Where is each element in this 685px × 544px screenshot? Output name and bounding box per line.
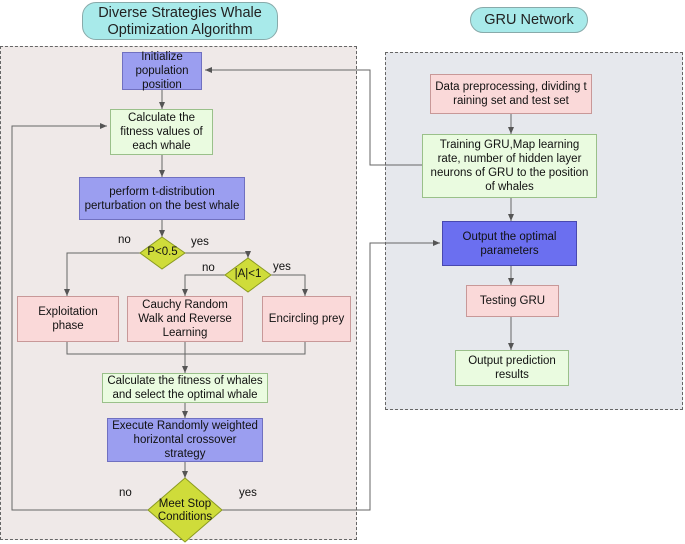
- crossover-box: Execute Randomly weighted horizontal cro…: [107, 418, 263, 462]
- edge-p-no: [64, 252, 140, 296]
- edge-a-yes: [271, 274, 308, 296]
- data-preprocessing-box: Data preprocessing, dividing t raining s…: [430, 74, 592, 114]
- calc-fitness-box: Calculate the fitness values of each wha…: [110, 109, 213, 155]
- prediction-results-box: Output prediction results: [455, 350, 569, 386]
- testing-gru-box: Testing GRU: [466, 285, 559, 317]
- encircling-box: Encircling prey: [262, 296, 351, 342]
- decision-stop-label: Meet Stop Conditions: [150, 498, 220, 524]
- edge-p-yes: [185, 251, 251, 258]
- right-title: GRU Network: [470, 7, 588, 33]
- edge-merge: [66, 342, 306, 355]
- decision-a-diamond: [224, 257, 272, 293]
- edge-label-stop-no: no: [119, 487, 132, 499]
- edge-train-init: [205, 67, 422, 166]
- decision-a-label: |A|<1: [234, 268, 262, 280]
- edge-stop-yes: [220, 240, 440, 511]
- edge-stop-no: [11, 123, 150, 511]
- edge-label-p-yes: yes: [191, 236, 209, 248]
- exploitation-box: Exploitation phase: [17, 296, 119, 342]
- decision-stop-line1: Meet Stop: [158, 498, 212, 510]
- decision-p-label: P<0.5: [147, 246, 178, 258]
- edge-a-no: [182, 274, 225, 296]
- left-title: Diverse Strategies Whale Optimization Al…: [82, 2, 278, 40]
- training-gru-box: Training GRU,Map learning rate, number o…: [422, 134, 597, 198]
- select-optimal-box: Calculate the fitness of whales and sele…: [102, 373, 268, 403]
- decision-stop-line2: Conditions: [157, 511, 213, 523]
- edge-label-a-no: no: [202, 262, 215, 274]
- output-parameters-box: Output the optimal parameters: [442, 221, 577, 266]
- edge-label-a-yes: yes: [273, 261, 291, 273]
- t-distribution-box: perform t-distribution perturbation on t…: [79, 177, 245, 220]
- init-population-box: Initialize population position: [122, 51, 202, 91]
- decision-stop-diamond: [147, 477, 223, 543]
- edge-label-p-no: no: [118, 234, 131, 246]
- cauchy-box: Cauchy Random Walk and Reverse Learning: [127, 296, 243, 342]
- decision-p-diamond: [139, 236, 186, 270]
- edge-label-stop-yes: yes: [239, 487, 257, 499]
